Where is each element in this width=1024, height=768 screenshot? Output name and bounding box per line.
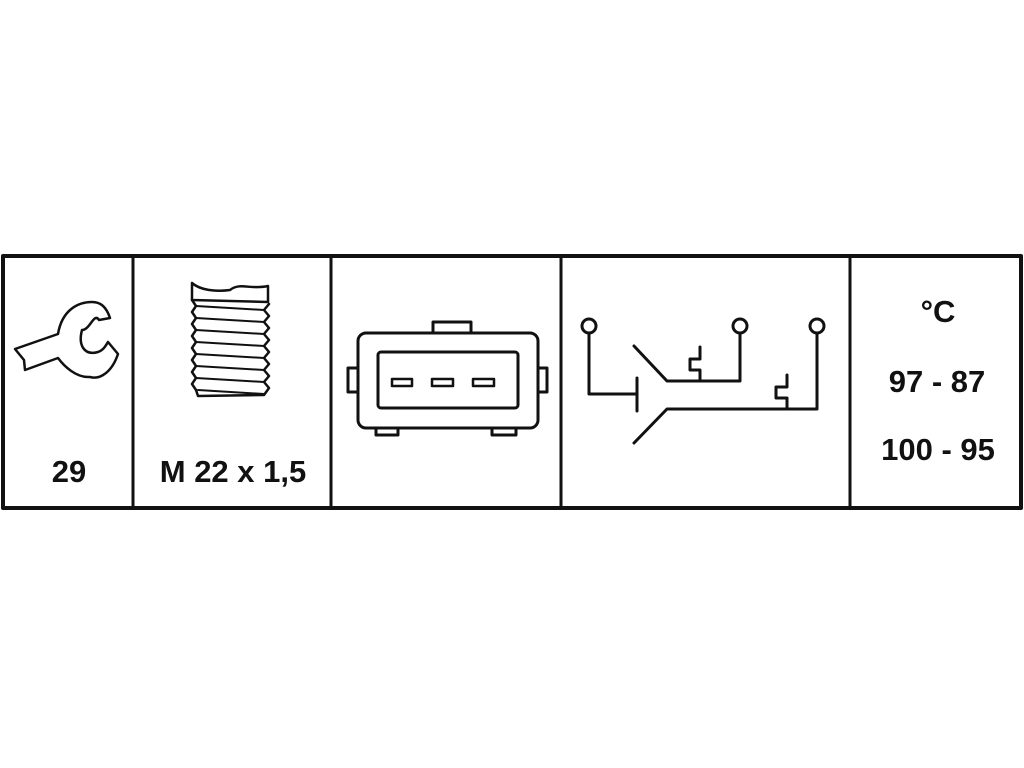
temperature-stage1-label: 97 - 87: [888, 364, 986, 399]
terminal: [808, 317, 826, 335]
wrench-size-label: 29: [51, 454, 87, 489]
terminal: [731, 317, 749, 335]
connector-3pin-icon: [346, 320, 549, 437]
pin: [430, 377, 455, 388]
thread-spec-label: M 22 x 1,5: [159, 454, 307, 489]
wrench-icon: [13, 300, 120, 379]
pin: [471, 377, 496, 388]
outer-frame: [1, 254, 1023, 510]
switch-circuit-icon: [580, 317, 826, 445]
temperature-stage2-label: 100 - 95: [881, 432, 995, 467]
temperature-unit-label: °C: [920, 294, 956, 329]
pin: [390, 377, 414, 388]
terminal: [580, 317, 598, 335]
thread-icon: [190, 281, 271, 398]
